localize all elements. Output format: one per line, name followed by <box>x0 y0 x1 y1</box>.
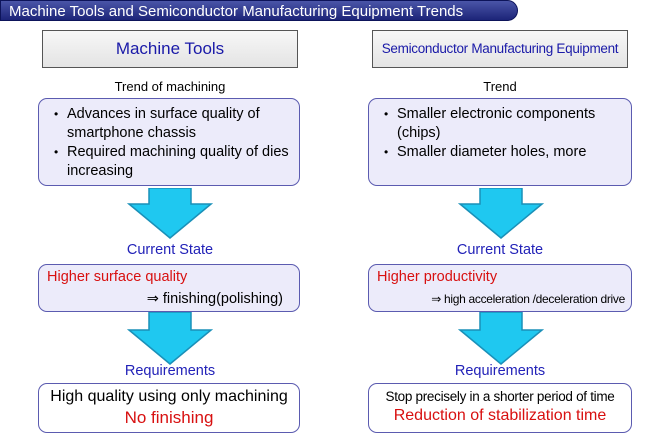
right-state-main: Higher productivity <box>377 269 498 285</box>
left-arrow-down-icon <box>127 188 213 239</box>
left-trend-item: Advances in surface quality of smartphon… <box>51 105 291 143</box>
left-requirements-label: Requirements <box>124 363 216 379</box>
machine-tools-header: Machine Tools <box>42 30 298 68</box>
right-trend-label: Trend <box>483 79 517 94</box>
left-trend-item: Required machining quality of dies incre… <box>51 143 291 181</box>
right-requirements-label: Requirements <box>454 363 546 379</box>
semiconductor-header: Semiconductor Manufacturing Equipment <box>372 30 628 68</box>
left-requirements-box: High quality using only machining No fin… <box>38 383 300 433</box>
right-current-state-box: Higher productivity ⇒ high acceleration … <box>368 264 632 312</box>
left-req-line2: No finishing <box>124 408 214 427</box>
right-req-line2: Reduction of stabilization time <box>393 407 607 424</box>
left-trend-label: Trend of machining <box>114 79 226 94</box>
left-arrow-down-icon-2 <box>127 312 213 365</box>
left-current-state-label: Current State <box>126 242 214 258</box>
right-arrow-down-icon <box>458 188 544 239</box>
diagram-title: Machine Tools and Semiconductor Manufact… <box>0 0 518 21</box>
left-req-line1: High quality using only machining <box>50 388 288 405</box>
left-current-state-box: Higher surface quality ⇒ finishing(polis… <box>38 264 300 312</box>
right-trend-item: Smaller diameter holes, more <box>381 143 623 162</box>
right-req-line1: Stop precisely in a shorter period of ti… <box>385 389 615 404</box>
right-requirements-box: Stop precisely in a shorter period of ti… <box>368 383 632 433</box>
right-current-state-label: Current State <box>456 242 544 258</box>
right-arrow-down-icon-2 <box>458 312 544 365</box>
left-state-main: Higher surface quality <box>47 269 188 285</box>
right-state-detail: ⇒ high acceleration /deceleration drive <box>431 292 625 306</box>
left-state-detail: ⇒ finishing(polishing) <box>146 291 283 307</box>
right-trend-box: Smaller electronic components (chips) Sm… <box>368 98 632 186</box>
right-trend-item: Smaller electronic components (chips) <box>381 105 623 143</box>
left-trend-box: Advances in surface quality of smartphon… <box>38 98 300 186</box>
